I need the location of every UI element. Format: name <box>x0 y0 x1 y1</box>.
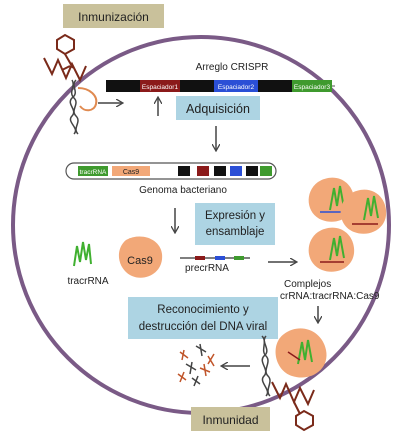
cas9-gene-label: Cas9 <box>123 169 139 176</box>
inmunizacion-label: Inmunización <box>78 10 149 24</box>
tracrrna-gene <box>78 166 108 176</box>
reconocimiento-step: Reconocimiento y destrucción del DNA vir… <box>128 297 278 339</box>
spacer-2 <box>214 80 258 92</box>
spacer-3-label: Espaciador3 <box>294 84 331 91</box>
genoma-bacteriano-label: Genoma bacteriano <box>139 185 227 196</box>
adquisicion-step: Adquisición <box>176 96 260 120</box>
expresion-label-2: ensamblaje <box>206 226 265 238</box>
inmunidad-label: Inmunidad <box>202 413 258 427</box>
bacterial-genome: tracrRNA Cas9 <box>65 162 277 180</box>
crispr-array: Espaciador1 Espaciador2 Espaciador3 <box>106 80 335 92</box>
repeat-3 <box>258 80 292 92</box>
viral-dna-bottom <box>261 335 271 397</box>
tracrrna-molecule <box>73 241 92 267</box>
dna-fragments <box>177 343 215 387</box>
inmunizacion-tag: Inmunización <box>63 4 164 28</box>
spacer-3 <box>292 80 332 92</box>
cas9-protein: Cas9 <box>118 236 163 278</box>
phage-top-left <box>43 33 87 83</box>
repeat-2 <box>180 80 214 92</box>
cas9-gene <box>112 166 150 176</box>
cas9-label: Cas9 <box>127 255 153 267</box>
expresion-step: Expresión y ensamblaje <box>195 203 275 245</box>
complejos-label-2: crRNA:tracrRNA:Cas9 <box>280 291 380 302</box>
precrrna-molecule <box>180 256 250 260</box>
viral-dna-top <box>69 79 98 135</box>
reconocimiento-label-2: destrucción del DNA viral <box>139 321 267 333</box>
spacer-2-label: Espaciador2 <box>218 84 255 91</box>
spacer-1-label: Espaciador1 <box>142 84 179 91</box>
complex-2 <box>340 189 387 234</box>
reconocimiento-label-1: Reconocimiento y <box>157 304 249 316</box>
expresion-label-1: Expresión y <box>205 210 265 222</box>
spacer-1 <box>140 80 180 92</box>
adquisicion-label: Adquisición <box>186 102 250 116</box>
complex-target-binding <box>275 328 327 378</box>
arreglo-crispr-label: Arreglo CRISPR <box>196 62 269 73</box>
complejos-label-1: Complejos <box>284 279 331 290</box>
precrrna-label: precrRNA <box>185 263 229 274</box>
inmunidad-tag: Inmunidad <box>191 407 270 431</box>
tracrrna-label: tracrRNA <box>67 276 108 287</box>
complex-3 <box>308 227 355 272</box>
phage-bottom-right <box>271 381 315 432</box>
tracrrna-gene-label: tracrRNA <box>80 169 107 176</box>
repeat-1 <box>106 80 140 92</box>
